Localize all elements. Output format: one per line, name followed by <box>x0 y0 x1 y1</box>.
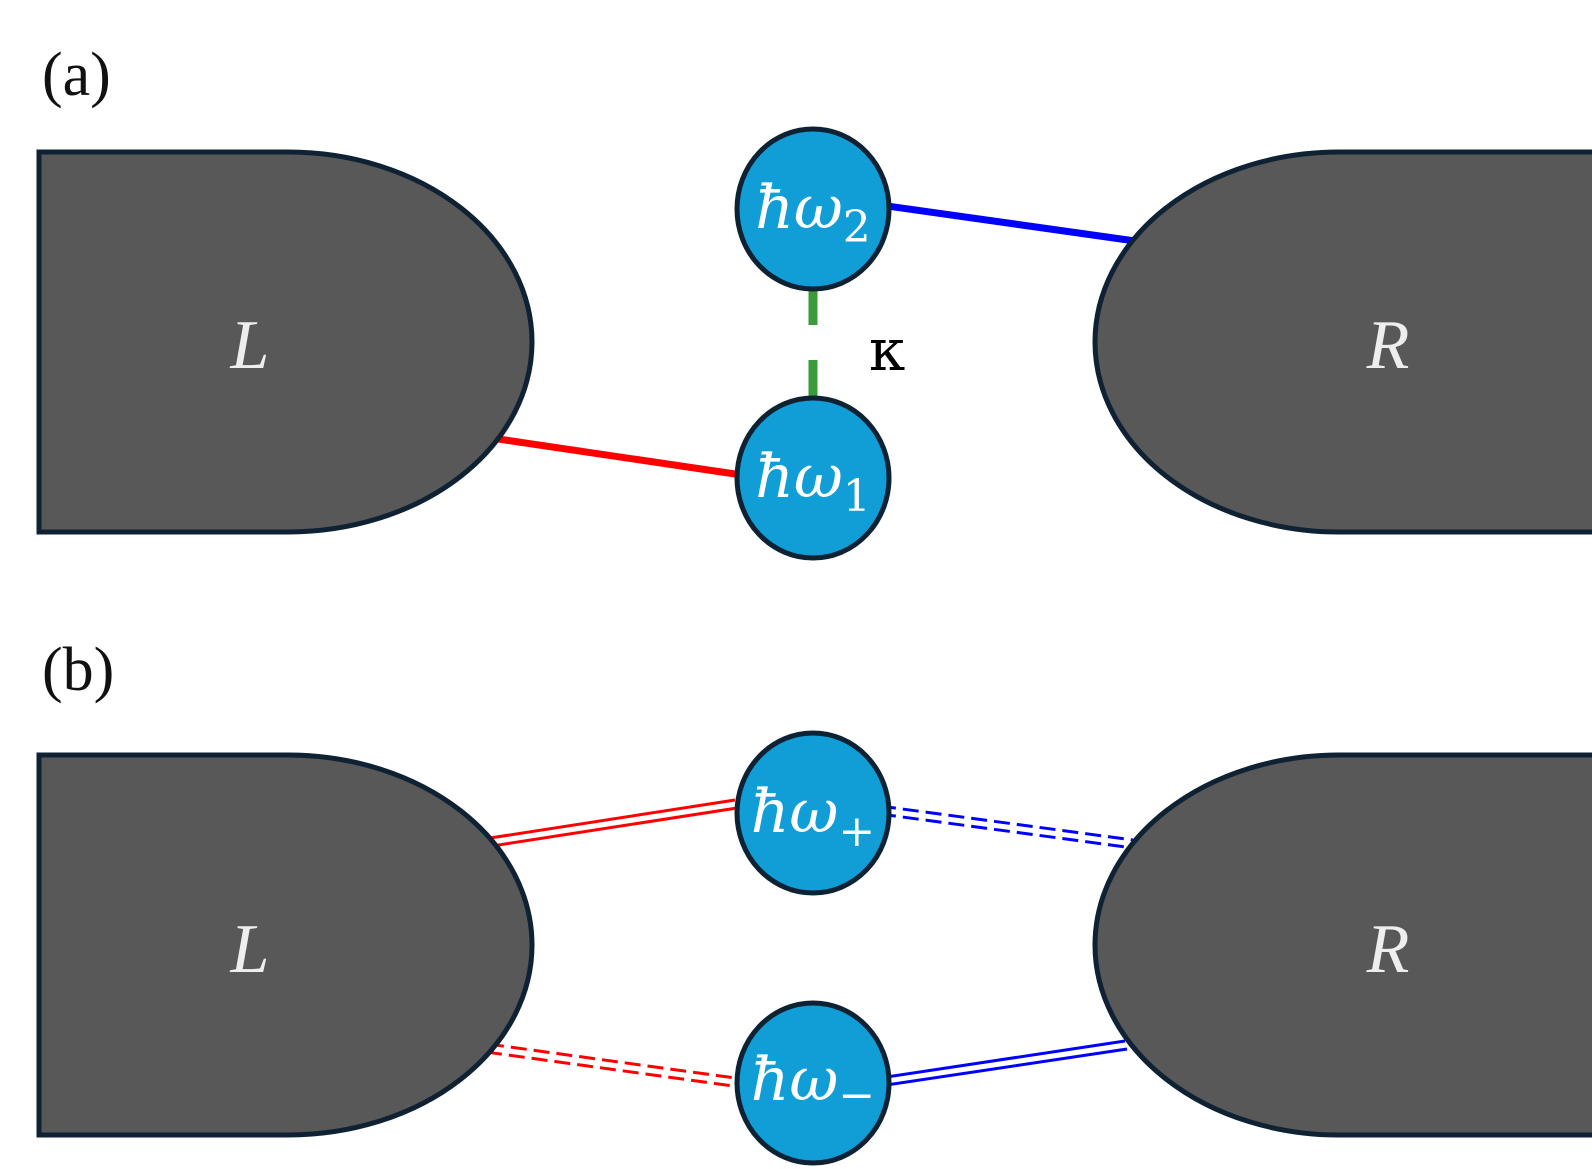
right-lead-label: R <box>1366 911 1410 988</box>
dot-node-2-symbol: ħω <box>755 173 843 243</box>
left-lead <box>36 149 535 535</box>
svg-text:ħω+: ħω+ <box>751 777 875 857</box>
dot-node-1-subscript: 1 <box>843 471 871 522</box>
left-lead-label: L <box>230 307 270 384</box>
dot-node-minus-subscript: − <box>838 1070 875 1121</box>
dot-node-plus-subscript: + <box>838 806 875 857</box>
panel-b: (b) L R ħω+ <box>36 636 1592 1166</box>
left-lead-coupling-line <box>477 432 736 478</box>
dot-node-plus: ħω+ <box>734 730 892 896</box>
dot-node-minus-symbol: ħω <box>751 1045 839 1115</box>
left-lead-coupling-plus <box>489 798 738 848</box>
dot-node-1: ħω1 <box>734 395 892 561</box>
panel-b-label: (b) <box>42 636 114 704</box>
dot-node-2-subscript: 2 <box>843 202 871 253</box>
right-lead-coupling-line <box>879 201 1136 245</box>
coupling-kappa-label: κ <box>869 316 905 384</box>
right-lead-coupling-minus <box>879 1039 1128 1088</box>
left-lead-coupling-minus <box>485 1042 736 1088</box>
left-lead-label: L <box>230 911 270 988</box>
dot-node-1-symbol: ħω <box>755 442 843 512</box>
dot-node-plus-symbol: ħω <box>751 777 839 847</box>
panel-a: (a) L R ħω2 ħω1 κ <box>36 41 1592 561</box>
right-lead <box>1092 149 1592 535</box>
right-lead <box>1092 752 1592 1138</box>
right-lead-label: R <box>1366 307 1410 384</box>
left-lead <box>36 752 535 1138</box>
dot-node-2: ħω2 <box>734 126 892 292</box>
svg-text:ħω−: ħω− <box>751 1045 875 1121</box>
panel-a-label: (a) <box>42 41 111 109</box>
svg-text:ħω1: ħω1 <box>755 442 871 522</box>
svg-text:ħω2: ħω2 <box>755 173 871 253</box>
dot-node-minus: ħω− <box>734 1000 892 1166</box>
right-lead-coupling-plus <box>879 804 1134 850</box>
